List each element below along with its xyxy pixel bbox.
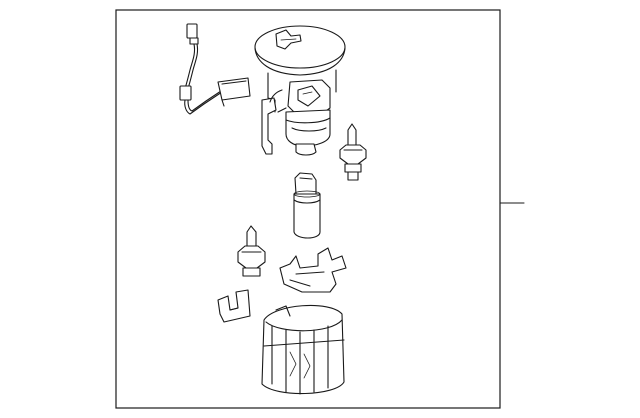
fuel-strainer-cup xyxy=(261,304,345,395)
fuel-filter xyxy=(293,172,321,239)
wiring-harness xyxy=(179,23,225,115)
pressure-regulator xyxy=(339,123,367,181)
pump-bracket xyxy=(279,247,347,293)
retainer-clip xyxy=(217,289,251,323)
fuel-pump xyxy=(237,225,266,277)
fuel-level-sender xyxy=(217,77,251,107)
fuel-pump-module xyxy=(254,25,346,156)
